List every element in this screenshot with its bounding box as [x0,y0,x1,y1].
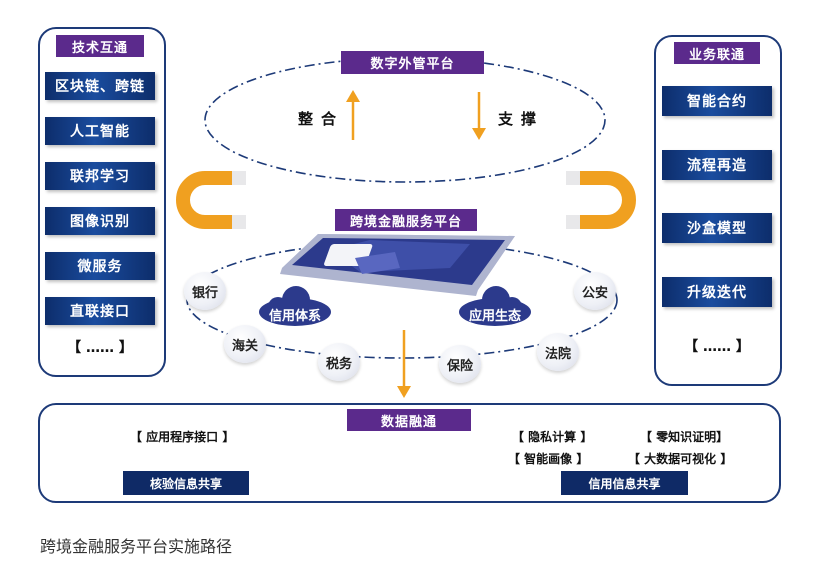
integrate-label: 整合 [298,110,345,128]
left-item-direct-api[interactable]: 直联接口 [45,297,155,325]
business-connect-title: 业务联通 [674,42,760,64]
app-ecosystem-label: 应用生态 [468,309,521,324]
app-interface-label: 【 应用程序接口 】 [124,428,241,445]
zero-knowledge-label: 【 零知识证明】 [636,428,733,445]
node-customs[interactable]: 海关 [224,325,266,363]
verification-sharing-tag: 核验信息共享 [123,471,249,495]
top-ellipse-ring [204,57,606,183]
node-bank[interactable]: 银行 [184,272,226,310]
tech-interop-title: 技术互通 [56,35,144,57]
smart-profiling-label: 【 智能画像 】 [508,452,589,466]
credit-system-label: 信用体系 [268,309,321,324]
up-arrow-icon [346,90,360,140]
node-tax[interactable]: 税务 [318,343,360,381]
left-item-microservices[interactable]: 微服务 [45,252,155,280]
left-item-ai[interactable]: 人工智能 [45,117,155,145]
down-arrow-icon [472,92,486,140]
right-more-item: 【 …… 】 [684,339,750,355]
node-court[interactable]: 法院 [537,333,579,371]
center-down-arrow-icon [397,330,411,398]
cloud-credit-system-icon [259,286,331,326]
cross-border-platform-title: 跨境金融服务平台 [335,209,477,231]
data-fusion-title: 数据融通 [347,409,471,431]
right-item-smart-contract[interactable]: 智能合约 [662,86,772,116]
digital-fx-platform-title: 数字外管平台 [341,51,484,74]
node-insurance[interactable]: 保险 [439,345,481,383]
left-item-blockchain[interactable]: 区块链、跨链 [45,72,155,100]
right-magnet-icon [566,171,636,229]
big-data-viz-label: 【 大数据可视化 】 [628,452,733,466]
right-item-sandbox-model[interactable]: 沙盒模型 [662,213,772,243]
right-item-process-reengineering[interactable]: 流程再造 [662,150,772,180]
support-label: 支撑 [498,110,545,128]
left-more-item: 【 …… 】 [67,340,133,356]
node-police[interactable]: 公安 [574,272,616,310]
figure-caption: 跨境金融服务平台实施路径 [40,537,233,556]
tablet-icon [280,234,515,296]
privacy-computing-label: 【 隐私计算 】 [508,428,597,445]
right-item-upgrade-iteration[interactable]: 升级迭代 [662,277,772,307]
cloud-app-ecosystem-icon [459,286,531,326]
left-item-federated-learning[interactable]: 联邦学习 [45,162,155,190]
credit-sharing-tag: 信用信息共享 [561,471,688,495]
left-item-image-recognition[interactable]: 图像识别 [45,207,155,235]
left-magnet-icon [176,171,246,229]
